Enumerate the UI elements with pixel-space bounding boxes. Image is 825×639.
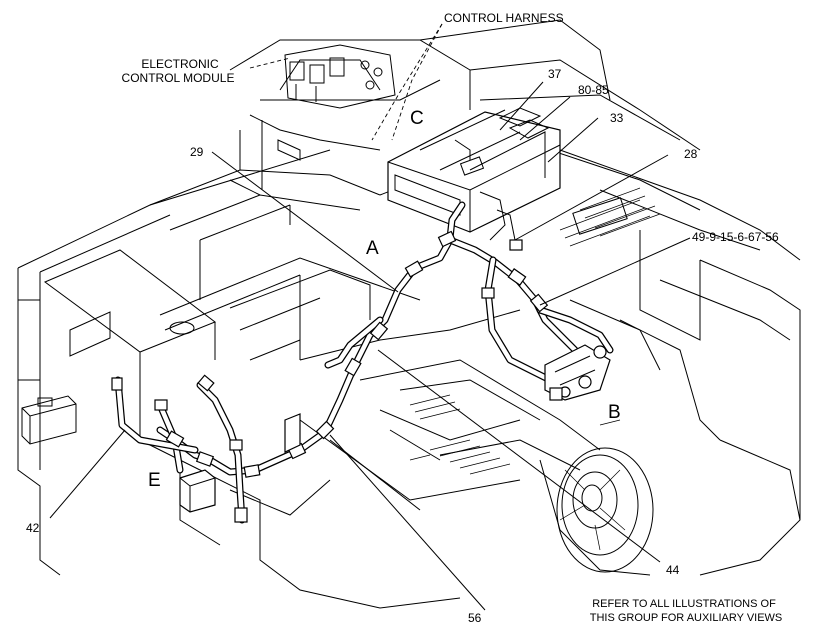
- zone-b: B: [608, 402, 621, 423]
- wiring-harness: [111, 201, 614, 524]
- zone-c: C: [410, 108, 424, 129]
- callout-labels: CONTROL HARNESS ELECTRONIC CONTROL MODUL…: [26, 11, 779, 625]
- label-37: 37: [548, 67, 562, 81]
- zone-e: E: [148, 470, 161, 491]
- pulley-drawing: [556, 447, 654, 573]
- label-80-85: 80-85: [578, 83, 609, 97]
- label-49-9-15-6-67-56: 49-9-15-6-67-56: [692, 230, 779, 244]
- label-ecm-line2: CONTROL MODULE: [122, 71, 235, 85]
- bracket-e: [179, 413, 301, 513]
- connector-cluster-b: [544, 344, 611, 401]
- label-33: 33: [610, 111, 624, 125]
- label-28: 28: [684, 147, 698, 161]
- note-line2: THIS GROUP FOR AUXILIARY VIEWS: [590, 612, 783, 624]
- label-ecm-line1: ELECTRONIC: [141, 57, 219, 71]
- reference-note: REFER TO ALL ILLUSTRATIONS OF THIS GROUP…: [590, 598, 783, 624]
- label-42: 42: [26, 521, 40, 535]
- leader-lines: [49, 23, 691, 611]
- note-line1: REFER TO ALL ILLUSTRATIONS OF: [592, 598, 776, 610]
- label-29: 29: [190, 145, 204, 159]
- engine-block-drawing: [17, 19, 801, 609]
- label-control-harness: CONTROL HARNESS: [444, 11, 564, 25]
- label-56: 56: [468, 611, 482, 625]
- label-44: 44: [666, 563, 680, 577]
- zone-a: A: [366, 238, 379, 259]
- zone-letters: C A B E: [148, 108, 621, 491]
- control-box-c: [387, 107, 561, 241]
